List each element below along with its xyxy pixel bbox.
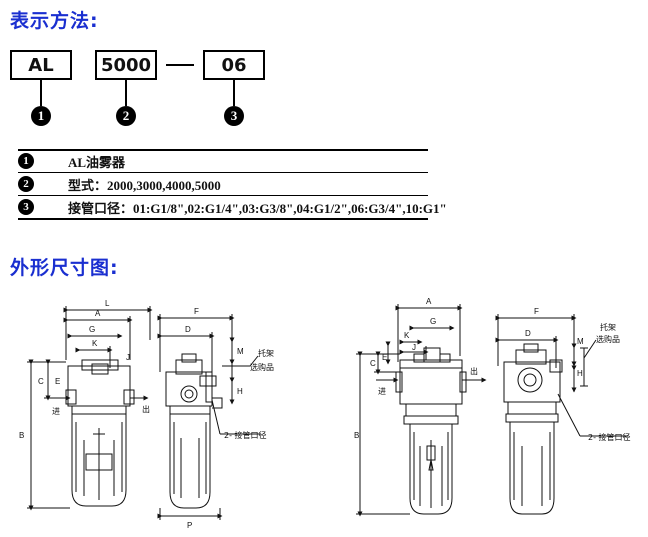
- badge-3: 3: [224, 106, 244, 126]
- badge-stem-3: [233, 80, 235, 106]
- code-box-model: 5000: [95, 50, 157, 80]
- dim-label-A: A: [95, 309, 101, 318]
- dim-label-H-2: H: [577, 369, 583, 378]
- dim-label-B-2: B: [354, 431, 359, 440]
- dim-label-F-2: F: [534, 307, 539, 316]
- drawing-front-small: [27, 306, 153, 511]
- drawing-side-large: [495, 314, 628, 515]
- section-title-dimensions: 外形尺寸图:: [10, 257, 119, 279]
- legend-row-1: 1 AL油雾器: [18, 151, 125, 171]
- legend-text-2: 型式：2000,3000,4000,5000: [68, 177, 221, 193]
- dim-label-K: K: [92, 339, 98, 348]
- dim-label-D-2: D: [525, 329, 531, 338]
- dim-label-E-2: E: [382, 353, 387, 362]
- badge-stem-1: [40, 80, 42, 106]
- label-inlet-1: 进: [52, 407, 60, 416]
- badge-1: 1: [31, 106, 51, 126]
- label-bracket-2: 托架: [600, 322, 616, 332]
- dim-label-E: E: [55, 377, 60, 386]
- code-box-series: AL: [10, 50, 72, 80]
- dim-label-A-2: A: [426, 297, 432, 306]
- legend-text-3: 接管口径：01:G1/8",02:G1/4",03:G3/8",04:G1/2"…: [68, 200, 447, 216]
- dim-label-G-2: G: [430, 317, 436, 326]
- legend-row-2: 2 型式：2000,3000,4000,5000: [18, 174, 221, 194]
- section-title-notation: 表示方法:: [10, 10, 99, 32]
- code-box-port: 06: [203, 50, 265, 80]
- label-port-1: 2- 接管口径: [224, 430, 267, 440]
- dim-label-C-2: C: [370, 359, 376, 368]
- label-port-2: 2- 接管口径: [588, 432, 631, 442]
- dim-label-L: L: [105, 299, 110, 308]
- drawing-side-small: [157, 314, 260, 520]
- legend-badge-3: 3: [18, 199, 34, 215]
- dim-label-C: C: [38, 377, 44, 386]
- legend-rule-2: [18, 195, 428, 196]
- badge-2: 2: [116, 106, 136, 126]
- drawing-front-large: [356, 304, 487, 517]
- legend-badge-2: 2: [18, 176, 34, 192]
- label-outlet-1: 出: [142, 404, 150, 414]
- legend-row-3: 3 接管口径：01:G1/8",02:G1/4",03:G3/8",04:G1/…: [18, 197, 447, 217]
- dim-label-M-2: M: [577, 337, 584, 346]
- label-optional-1: 选购品: [250, 362, 274, 372]
- legend-badge-1: 1: [18, 153, 34, 169]
- dim-label-D: D: [185, 325, 191, 334]
- legend-rule-top: [18, 149, 428, 151]
- dim-label-J-2: J: [412, 343, 416, 352]
- label-bracket-1: 托架: [258, 348, 274, 358]
- dim-label-J: J: [126, 353, 130, 362]
- label-optional-2: 选购品: [596, 334, 620, 344]
- legend-rule-bottom: [18, 218, 428, 220]
- dim-label-G: G: [89, 325, 95, 334]
- dim-label-K-2: K: [404, 331, 410, 340]
- legend-rule-1: [18, 172, 428, 173]
- label-outlet-2: 出: [470, 366, 478, 376]
- dim-label-M: M: [237, 347, 244, 356]
- dim-label-B: B: [19, 431, 24, 440]
- dim-label-P: P: [187, 521, 192, 530]
- badge-stem-2: [125, 80, 127, 106]
- dim-label-F: F: [194, 307, 199, 316]
- legend-text-1: AL油雾器: [68, 154, 126, 170]
- dim-label-H: H: [237, 387, 243, 396]
- dimension-labels: L A G K J B C E 进 出 F D M H 托架 选购品 2- 接管…: [19, 297, 631, 530]
- label-inlet-2: 进: [378, 387, 386, 396]
- code-dash: [166, 64, 194, 66]
